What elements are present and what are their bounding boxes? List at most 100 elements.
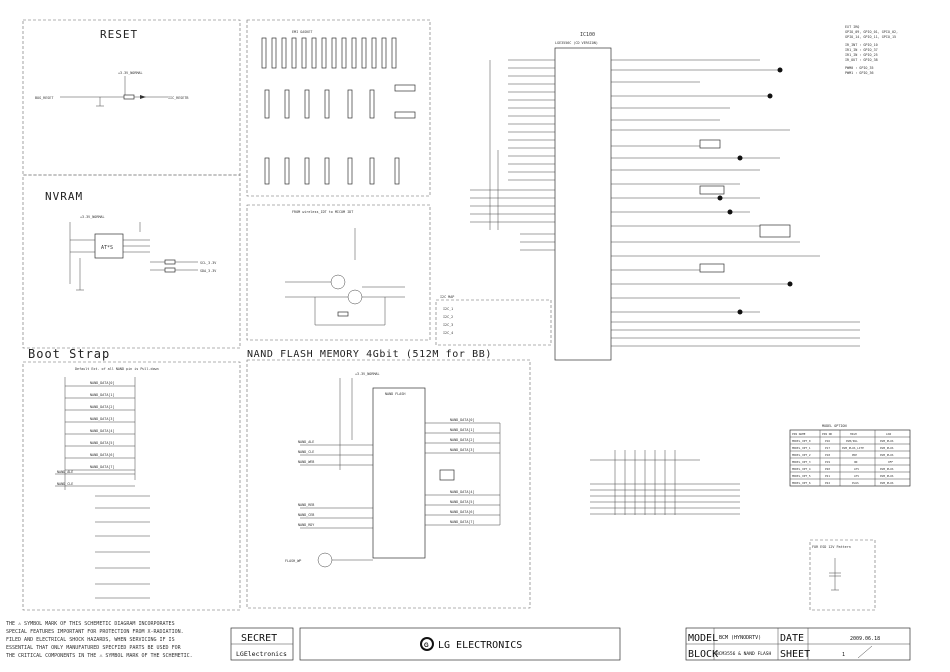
ext-irq-line-4: IR_INT : GPIO_10	[845, 43, 878, 47]
soc-right-pins	[611, 59, 860, 347]
nvram-net-scl: SCL_3.3V	[200, 261, 216, 265]
i2c-item-4: I2C_4	[443, 331, 453, 335]
emi-gasket-section: EMI GASKET	[261, 30, 416, 185]
wireless-title: FROM wireless_IDT to MICOM IDT	[292, 210, 353, 214]
mo-r6c3: DVB_PLUS	[880, 481, 894, 485]
notice-line-3: ESSENTIAL THAT ONLY MANUFATURED SPECFIED…	[6, 645, 182, 651]
ext-irq-line-2: GPIO_14, GPIO_11, GPIO_15	[845, 35, 896, 39]
mo-r5c2: ATV	[854, 474, 859, 478]
boot-notes	[95, 495, 150, 599]
model-label: MODEL	[688, 633, 718, 644]
lg-logo: G	[420, 637, 434, 651]
nvram-chip-label: AT*S	[101, 245, 113, 251]
nand-right-net-3: NAND_DATA[3]	[450, 448, 475, 452]
date-value: 2009.06.18	[850, 636, 880, 642]
mo-r1c0: MODEL_OPT_1	[792, 446, 811, 450]
emi-connector-bottom	[264, 157, 400, 185]
boot-net-3: NAND_DATA[3]	[90, 417, 115, 421]
ext-irq-line-9: PWM0 : GPIO_35	[845, 66, 874, 70]
nand-left-net-3: NAND_REB	[298, 503, 314, 507]
mo-r5c1: P21	[825, 474, 830, 478]
mo-r4c3: DVB_PLUS	[880, 467, 894, 471]
boot-net-1: NAND_DATA[1]	[90, 393, 115, 397]
mo-r3c0: MODEL_OPT_3	[792, 460, 811, 464]
mo-r3c2: ON	[854, 460, 858, 464]
svg-text:G: G	[424, 643, 429, 649]
i2c-item-1: I2C_1	[443, 307, 453, 311]
block-value: BCM3556 & NAND FLASH	[716, 651, 772, 657]
mo-r1c1: P17	[825, 446, 830, 450]
notice-line-2: FILED AND ELECTRICAL SHOCK HAZARDS, WHEN…	[6, 637, 175, 643]
notice-line-0: THE ⚠ SYMBOL MARK OF THIS SCHEMETIC DIAG…	[6, 621, 175, 627]
nand-right-net-0: NAND_DATA[0]	[450, 418, 475, 422]
nand-left-net-5: NAND_RDY	[298, 523, 314, 527]
esd-title: FOR ESD 12V Pattern	[812, 545, 851, 549]
mo-r1c2: DVB_PLUS_LITE	[842, 446, 864, 450]
nand-section: NAND FLASH MEMORY 4Gbit (512M for BB) +3…	[247, 349, 501, 568]
boot-net-5: NAND_DATA[5]	[90, 441, 115, 445]
ext-irq-line-1: GPIO_09, GPIO_01, GPIO_02,	[845, 30, 898, 34]
nand-right-net-2: NAND_DATA[2]	[450, 438, 475, 442]
notice-line-4: THE CRITICAL COMPONENTS IN THE ⚠ SYMBOL …	[6, 653, 193, 659]
nand-right-net-5: NAND_DATA[5]	[450, 500, 475, 504]
mo-r5c3: DVB_PLUS	[880, 474, 894, 478]
safety-notice: THE ⚠ SYMBOL MARK OF THIS SCHEMETIC DIAG…	[6, 621, 193, 659]
mo-r2c0: MODEL_OPT_2	[792, 453, 811, 457]
mo-r3c3: OFF	[888, 460, 893, 464]
mo-r6c1: P22	[825, 481, 830, 485]
i2c-map-title: I2C MAP	[440, 295, 454, 299]
nand-right-net-1: NAND_DATA[1]	[450, 428, 475, 432]
mo-r1c3: DVB_PLUS	[880, 446, 894, 450]
mo-r3c1: P19	[825, 460, 830, 464]
secret-label: SECRET	[241, 633, 277, 644]
i2c-map-section: I2C MAP I2C_1 I2C_2 I2C_3 I2C_4	[440, 295, 454, 335]
ext-irq-line-10: PWM1 : GPIO_36	[845, 71, 874, 75]
boot-net-4: NAND_DATA[4]	[90, 429, 115, 433]
nand-left-net-4: NAND_CEB	[298, 513, 314, 517]
boot-side-net-ale: NAND_ALE	[57, 470, 73, 474]
boot-net-6: NAND_DATA[6]	[90, 453, 115, 457]
nand-left-net-1: NAND_CLE	[298, 450, 314, 454]
boot-strap-subtitle: Default Ext. of all NAND pin is Pull-dow…	[75, 367, 159, 371]
nand-right-net-6: NAND_DATA[6]	[450, 510, 475, 514]
mo-r2c1: P18	[825, 453, 830, 457]
block-label: BLOCK	[688, 649, 718, 660]
model-option-title: MODEL OPTION	[822, 424, 847, 428]
soc-left-pins	[470, 59, 555, 251]
nand-misc-net: FLASH_WP	[285, 559, 301, 563]
reset-title: RESET	[100, 28, 138, 41]
emi-connector-top	[261, 37, 397, 69]
company-name: LG ELECTRONICS	[438, 640, 522, 651]
reset-section: RESET +3.3V_NORMAL BOG_RESET IIC_RESETB	[35, 28, 188, 107]
soc-ref: IC100	[580, 32, 595, 38]
nvram-net-sda: SDA_3.3V	[200, 269, 216, 273]
mo-h1: PIN NO	[822, 432, 832, 436]
model-value: BCM (HYNODRTV)	[719, 635, 761, 641]
mo-r0c2: DVB/PAL	[846, 439, 858, 443]
sheet-label: SHEET	[780, 649, 810, 660]
reset-power-label: +3.3V_NORMAL	[118, 71, 143, 75]
ext-irq-line-5: IR1_IN : GPIO_37	[845, 48, 878, 52]
nand-title: NAND FLASH MEMORY 4Gbit (512M for BB)	[247, 349, 492, 360]
reset-net-in: BOG_RESET	[35, 96, 53, 100]
mo-h0: PIN NAME	[792, 432, 806, 436]
mo-h3: LOW	[886, 432, 891, 436]
model-option-table: MODEL OPTION PIN NAME PIN NO HIGH LOW MO…	[789, 424, 911, 487]
ext-irq-notes: EXT IRQ GPIO_09, GPIO_01, GPIO_02, GPIO_…	[845, 25, 898, 75]
mo-r6c2: PLUS	[852, 481, 859, 485]
boot-strap-section: Boot Strap Default Ext. of all NAND pin …	[28, 347, 159, 599]
ext-irq-line-7: IR_OUT : GPIO_38	[845, 58, 878, 62]
boot-strap-title: Boot Strap	[28, 347, 110, 361]
wireless-section: FROM wireless_IDT to MICOM IDT	[285, 210, 405, 326]
emi-connector-mid	[264, 84, 416, 119]
boot-side-net-cle: NAND_CLE	[57, 482, 73, 486]
i2c-item-3: I2C_3	[443, 323, 453, 327]
mo-r0c3: DVB_PLUS	[880, 439, 894, 443]
mo-r4c1: P20	[825, 467, 830, 471]
mo-r0c1: P16	[825, 439, 830, 443]
soc-section: IC100 LGE3556C (CD VERSION)	[470, 32, 860, 361]
boot-net-2: NAND_DATA[2]	[90, 405, 115, 409]
nand-left-net-0: NAND_ALE	[298, 440, 314, 444]
reset-net-out: IIC_RESETB	[168, 96, 188, 100]
